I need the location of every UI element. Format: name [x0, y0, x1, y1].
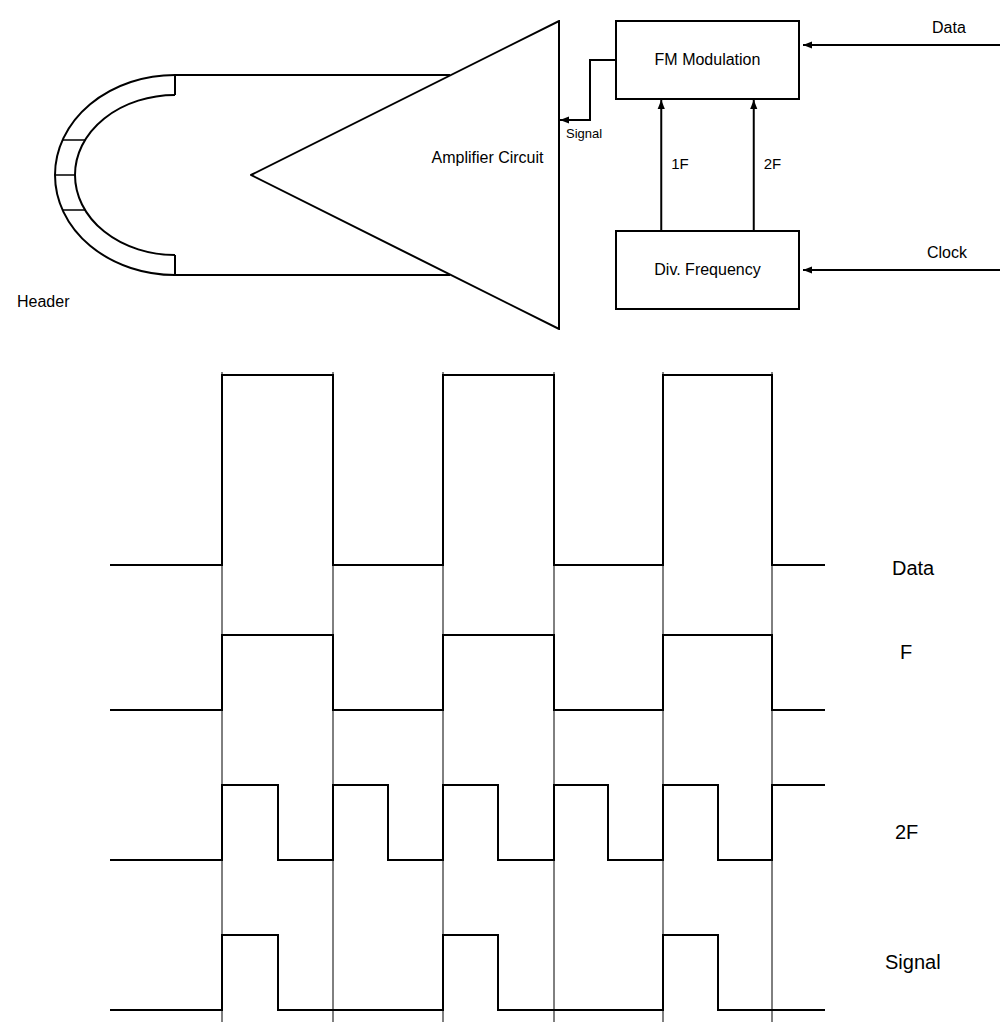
- signal-name: F: [898, 640, 914, 664]
- input-wires: [803, 45, 1000, 270]
- signal-name: 2F: [893, 820, 920, 844]
- signal-name: Data: [930, 18, 968, 37]
- signal-name: Signal: [883, 950, 943, 974]
- triangle-outline: [251, 21, 559, 329]
- process-box: Div. Frequency: [615, 230, 800, 310]
- node-label: FM Modulation: [655, 50, 761, 69]
- connector-arrow: [660, 100, 662, 230]
- edge-label: 1F: [669, 155, 691, 173]
- part-name: Header: [15, 292, 71, 311]
- signal-name: Data: [890, 556, 936, 580]
- amplifier-triangle: Amplifier Circuit: [250, 20, 560, 330]
- node-label: Div. Frequency: [654, 260, 760, 279]
- timing-grid: [222, 372, 772, 1022]
- waveforms: [110, 375, 825, 1010]
- edge-label: 2F: [762, 155, 784, 173]
- connector-arrow: [753, 100, 755, 230]
- connector-arrow: [560, 60, 615, 120]
- process-box: FM Modulation: [615, 20, 800, 100]
- triangle-outline: [250, 20, 560, 330]
- signal-name: Clock: [925, 243, 969, 262]
- edge-label: Signal: [564, 126, 604, 142]
- node-label: Amplifier Circuit: [425, 148, 550, 167]
